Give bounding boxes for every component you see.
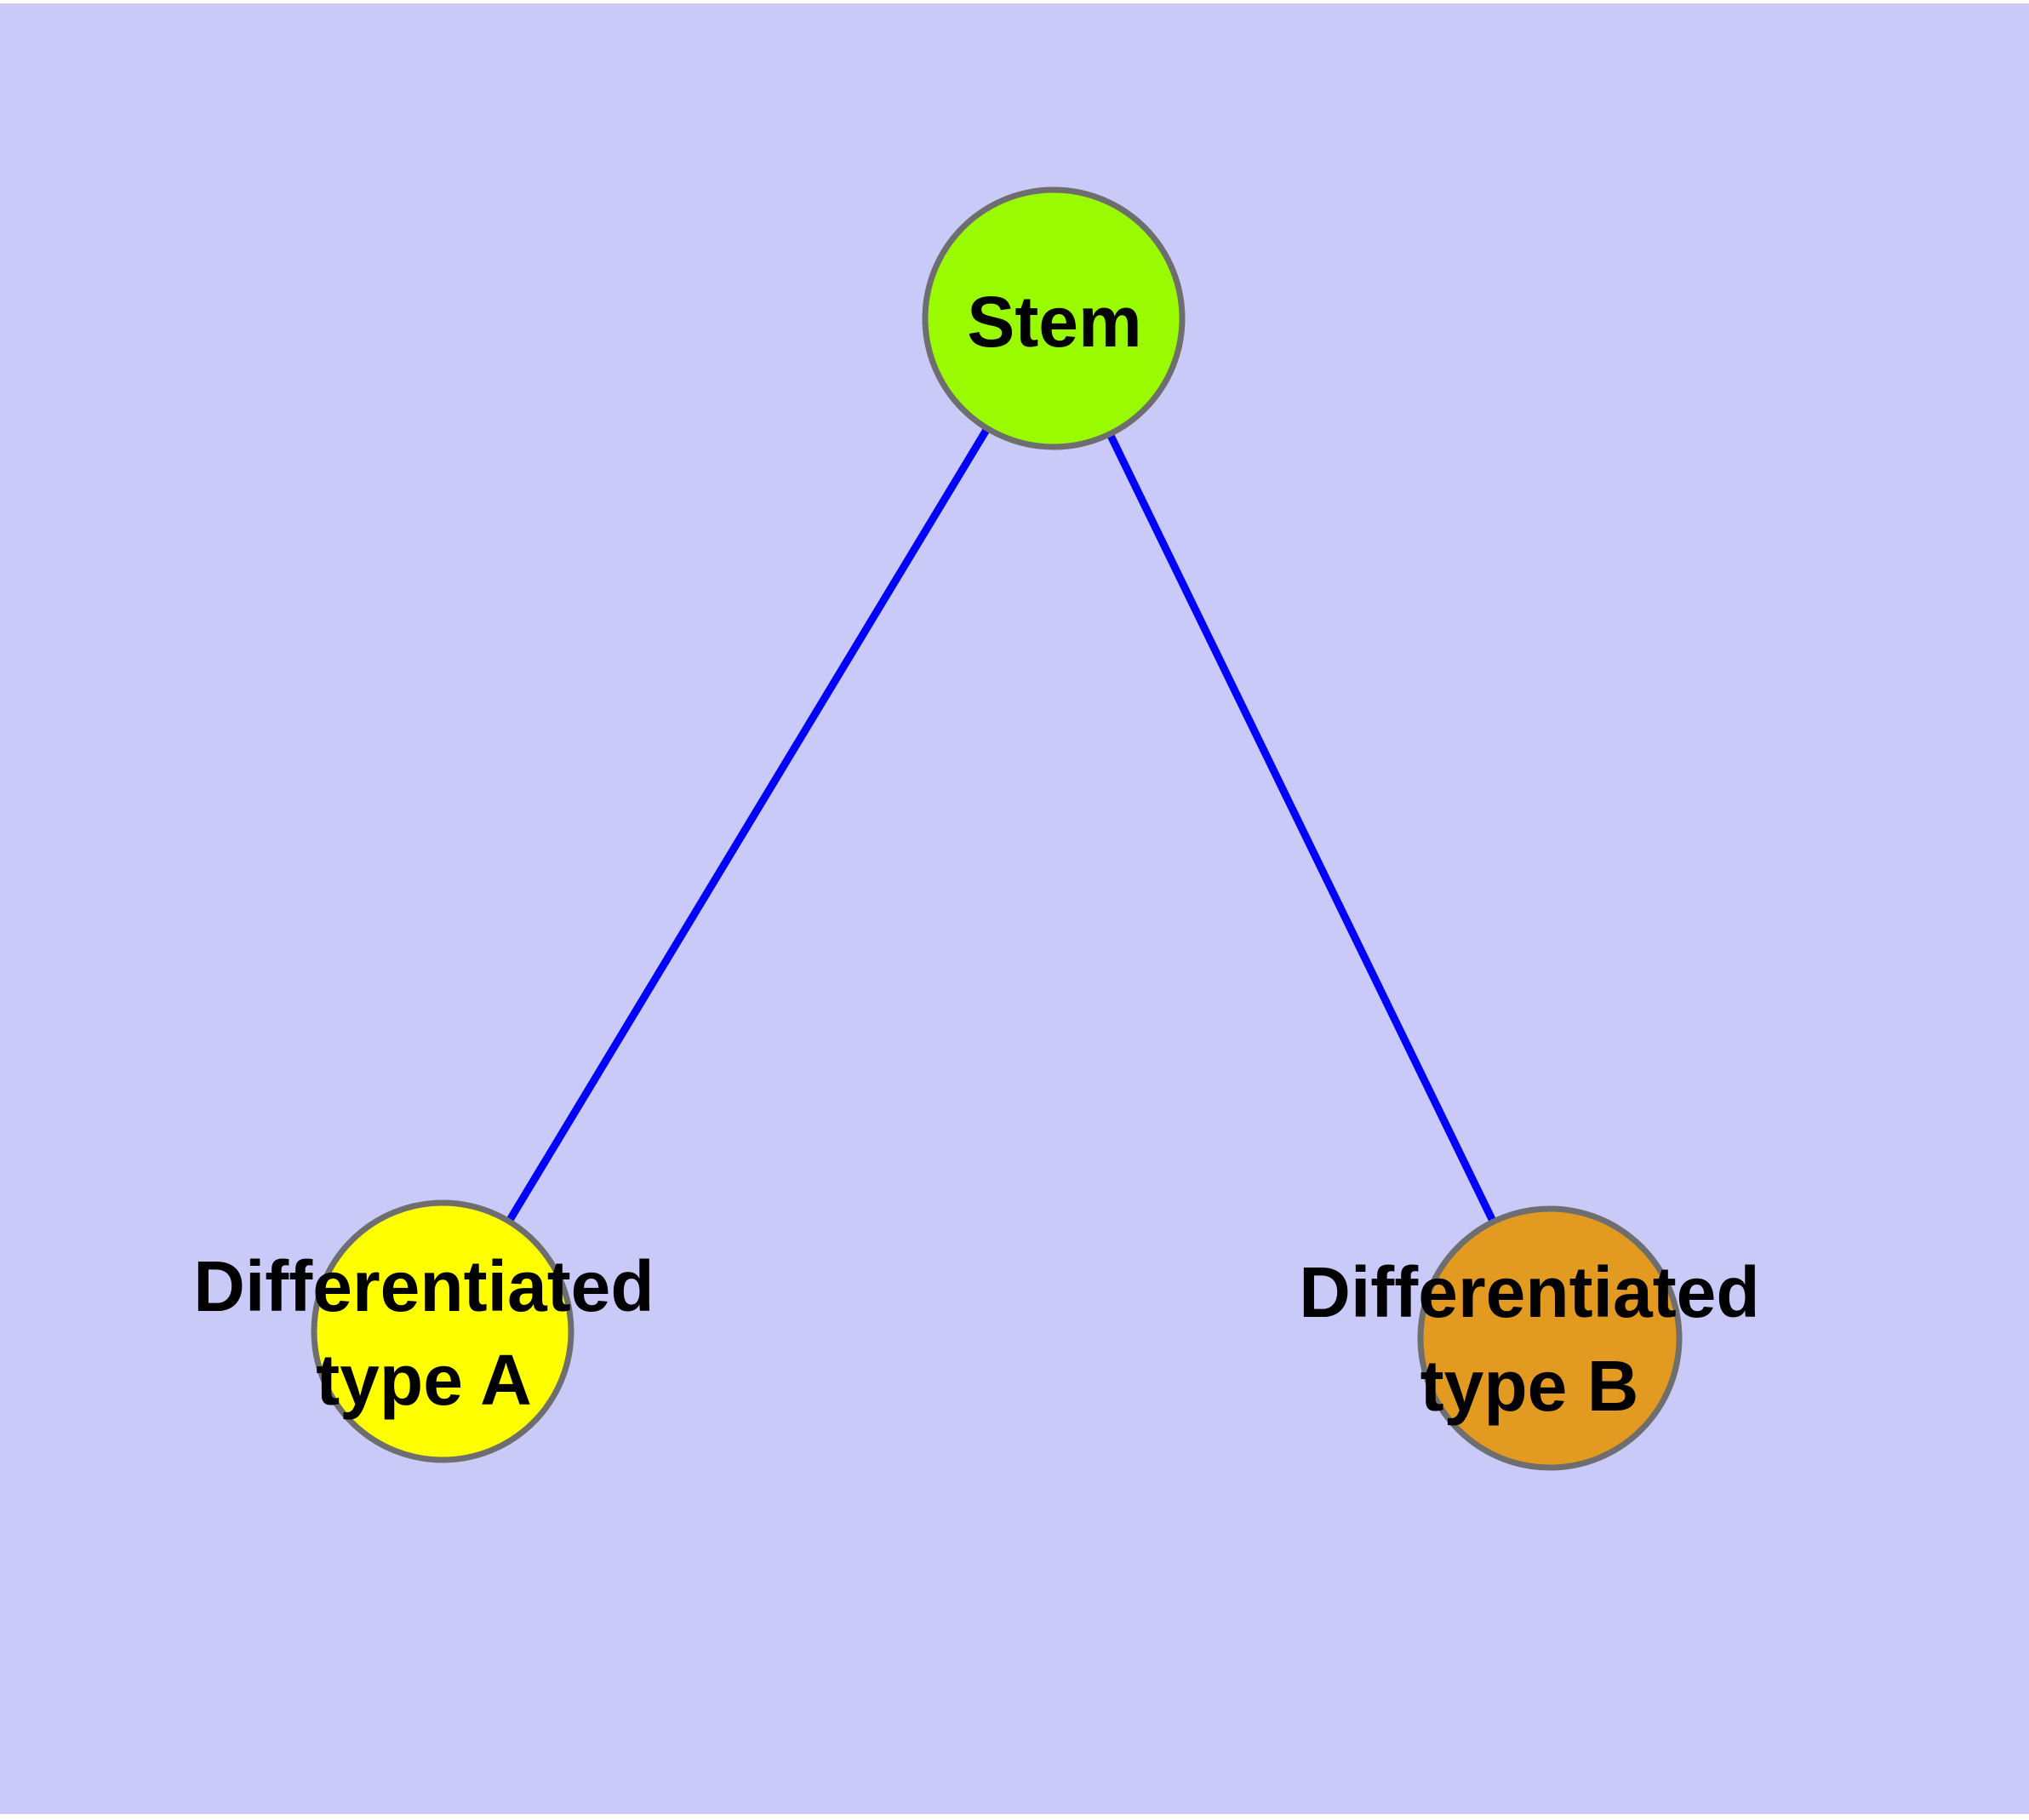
differentiated-type-b-node	[1417, 1205, 1683, 1471]
edge-stem-to-type-a	[439, 316, 1057, 1334]
stem-node	[922, 186, 1186, 450]
edge-stem-to-type-b	[1049, 317, 1554, 1340]
differentiated-type-a-node	[311, 1199, 574, 1463]
